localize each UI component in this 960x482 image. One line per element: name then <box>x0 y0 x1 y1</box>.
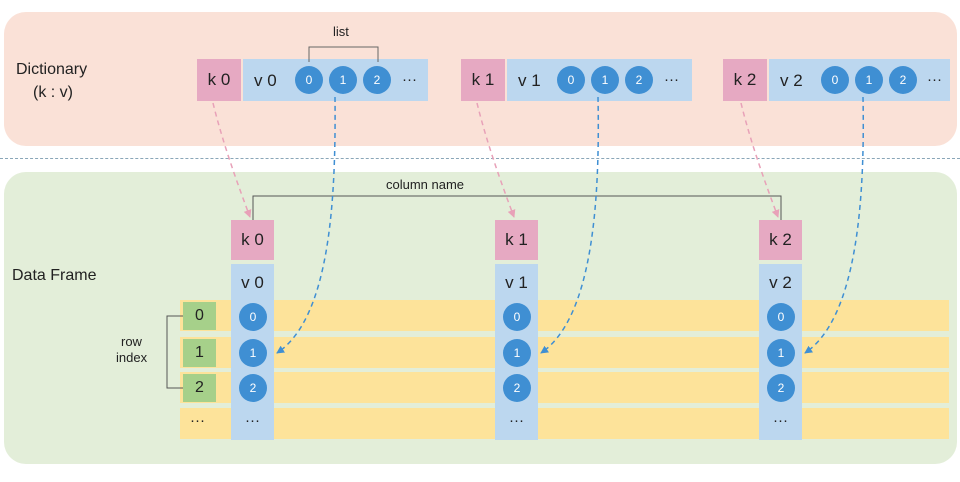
dict-list-item-0-1: 1 <box>329 66 357 94</box>
dictionary-subtitle: (k : v) <box>33 84 73 101</box>
dict-key-0: k 0 <box>197 59 241 101</box>
row-index-0: 0 <box>183 302 216 330</box>
value-arrow-0 <box>276 96 336 354</box>
row-index-label-line1: row <box>121 334 142 349</box>
df-cell-1-0: 0 <box>503 303 531 331</box>
dict-list-more-0: ··· <box>402 71 417 88</box>
row-index-1: 1 <box>183 339 216 367</box>
df-cell-1-more: ··· <box>509 411 524 429</box>
df-cell-2-0: 0 <box>767 303 795 331</box>
row-band-3 <box>180 408 949 439</box>
value-arrow-2 <box>804 96 864 354</box>
dict-list-item-2-0: 0 <box>821 66 849 94</box>
df-cell-0-more: ··· <box>245 411 260 429</box>
df-cell-1-2: 2 <box>503 374 531 402</box>
df-column-value-0: v 0 <box>241 273 264 292</box>
dict-key-2: k 2 <box>723 59 767 101</box>
dict-list-item-2-2: 2 <box>889 66 917 94</box>
column-name-bracket <box>252 195 782 220</box>
row-index-more: ··· <box>190 412 205 429</box>
row-index-bracket <box>166 315 183 389</box>
dict-value-label-0: v 0 <box>254 71 277 90</box>
dict-list-item-0-0: 0 <box>295 66 323 94</box>
dict-list-item-1-1: 1 <box>591 66 619 94</box>
dict-list-more-1: ··· <box>664 71 679 88</box>
df-column-value-1: v 1 <box>505 273 528 292</box>
df-cell-2-1: 1 <box>767 339 795 367</box>
key-arrow-1 <box>476 102 516 218</box>
column-name-label: column name <box>386 177 465 192</box>
key-arrow-0 <box>212 102 252 218</box>
list-bracket <box>308 46 379 62</box>
df-cell-0-2: 2 <box>239 374 267 402</box>
df-cell-1-1: 1 <box>503 339 531 367</box>
list-label: list <box>333 24 349 39</box>
dict-list-item-0-2: 2 <box>363 66 391 94</box>
df-column-key-1: k 1 <box>495 220 538 260</box>
row-band-0 <box>180 300 949 331</box>
df-cell-0-0: 0 <box>239 303 267 331</box>
dict-value-label-1: v 1 <box>518 71 541 90</box>
dict-list-more-2: ··· <box>927 71 942 88</box>
dictionary-title: Dictionary <box>16 61 88 78</box>
dict-key-1: k 1 <box>461 59 505 101</box>
dataframe-title: Data Frame <box>12 267 97 284</box>
df-column-key-0: k 0 <box>231 220 274 260</box>
dict-value-label-2: v 2 <box>780 71 803 90</box>
dict-list-item-1-2: 2 <box>625 66 653 94</box>
df-cell-2-2: 2 <box>767 374 795 402</box>
key-arrow-2 <box>740 102 780 218</box>
df-cell-2-more: ··· <box>773 411 788 429</box>
value-arrow-1 <box>540 96 600 354</box>
dict-list-item-1-0: 0 <box>557 66 585 94</box>
row-band-1 <box>180 337 949 368</box>
df-column-key-2: k 2 <box>759 220 802 260</box>
row-index-2: 2 <box>183 374 216 402</box>
df-column-value-2: v 2 <box>769 273 792 292</box>
row-index-label-line2: index <box>116 350 148 365</box>
section-divider <box>0 158 960 159</box>
row-band-2 <box>180 372 949 403</box>
dict-list-item-2-1: 1 <box>855 66 883 94</box>
df-cell-0-1: 1 <box>239 339 267 367</box>
